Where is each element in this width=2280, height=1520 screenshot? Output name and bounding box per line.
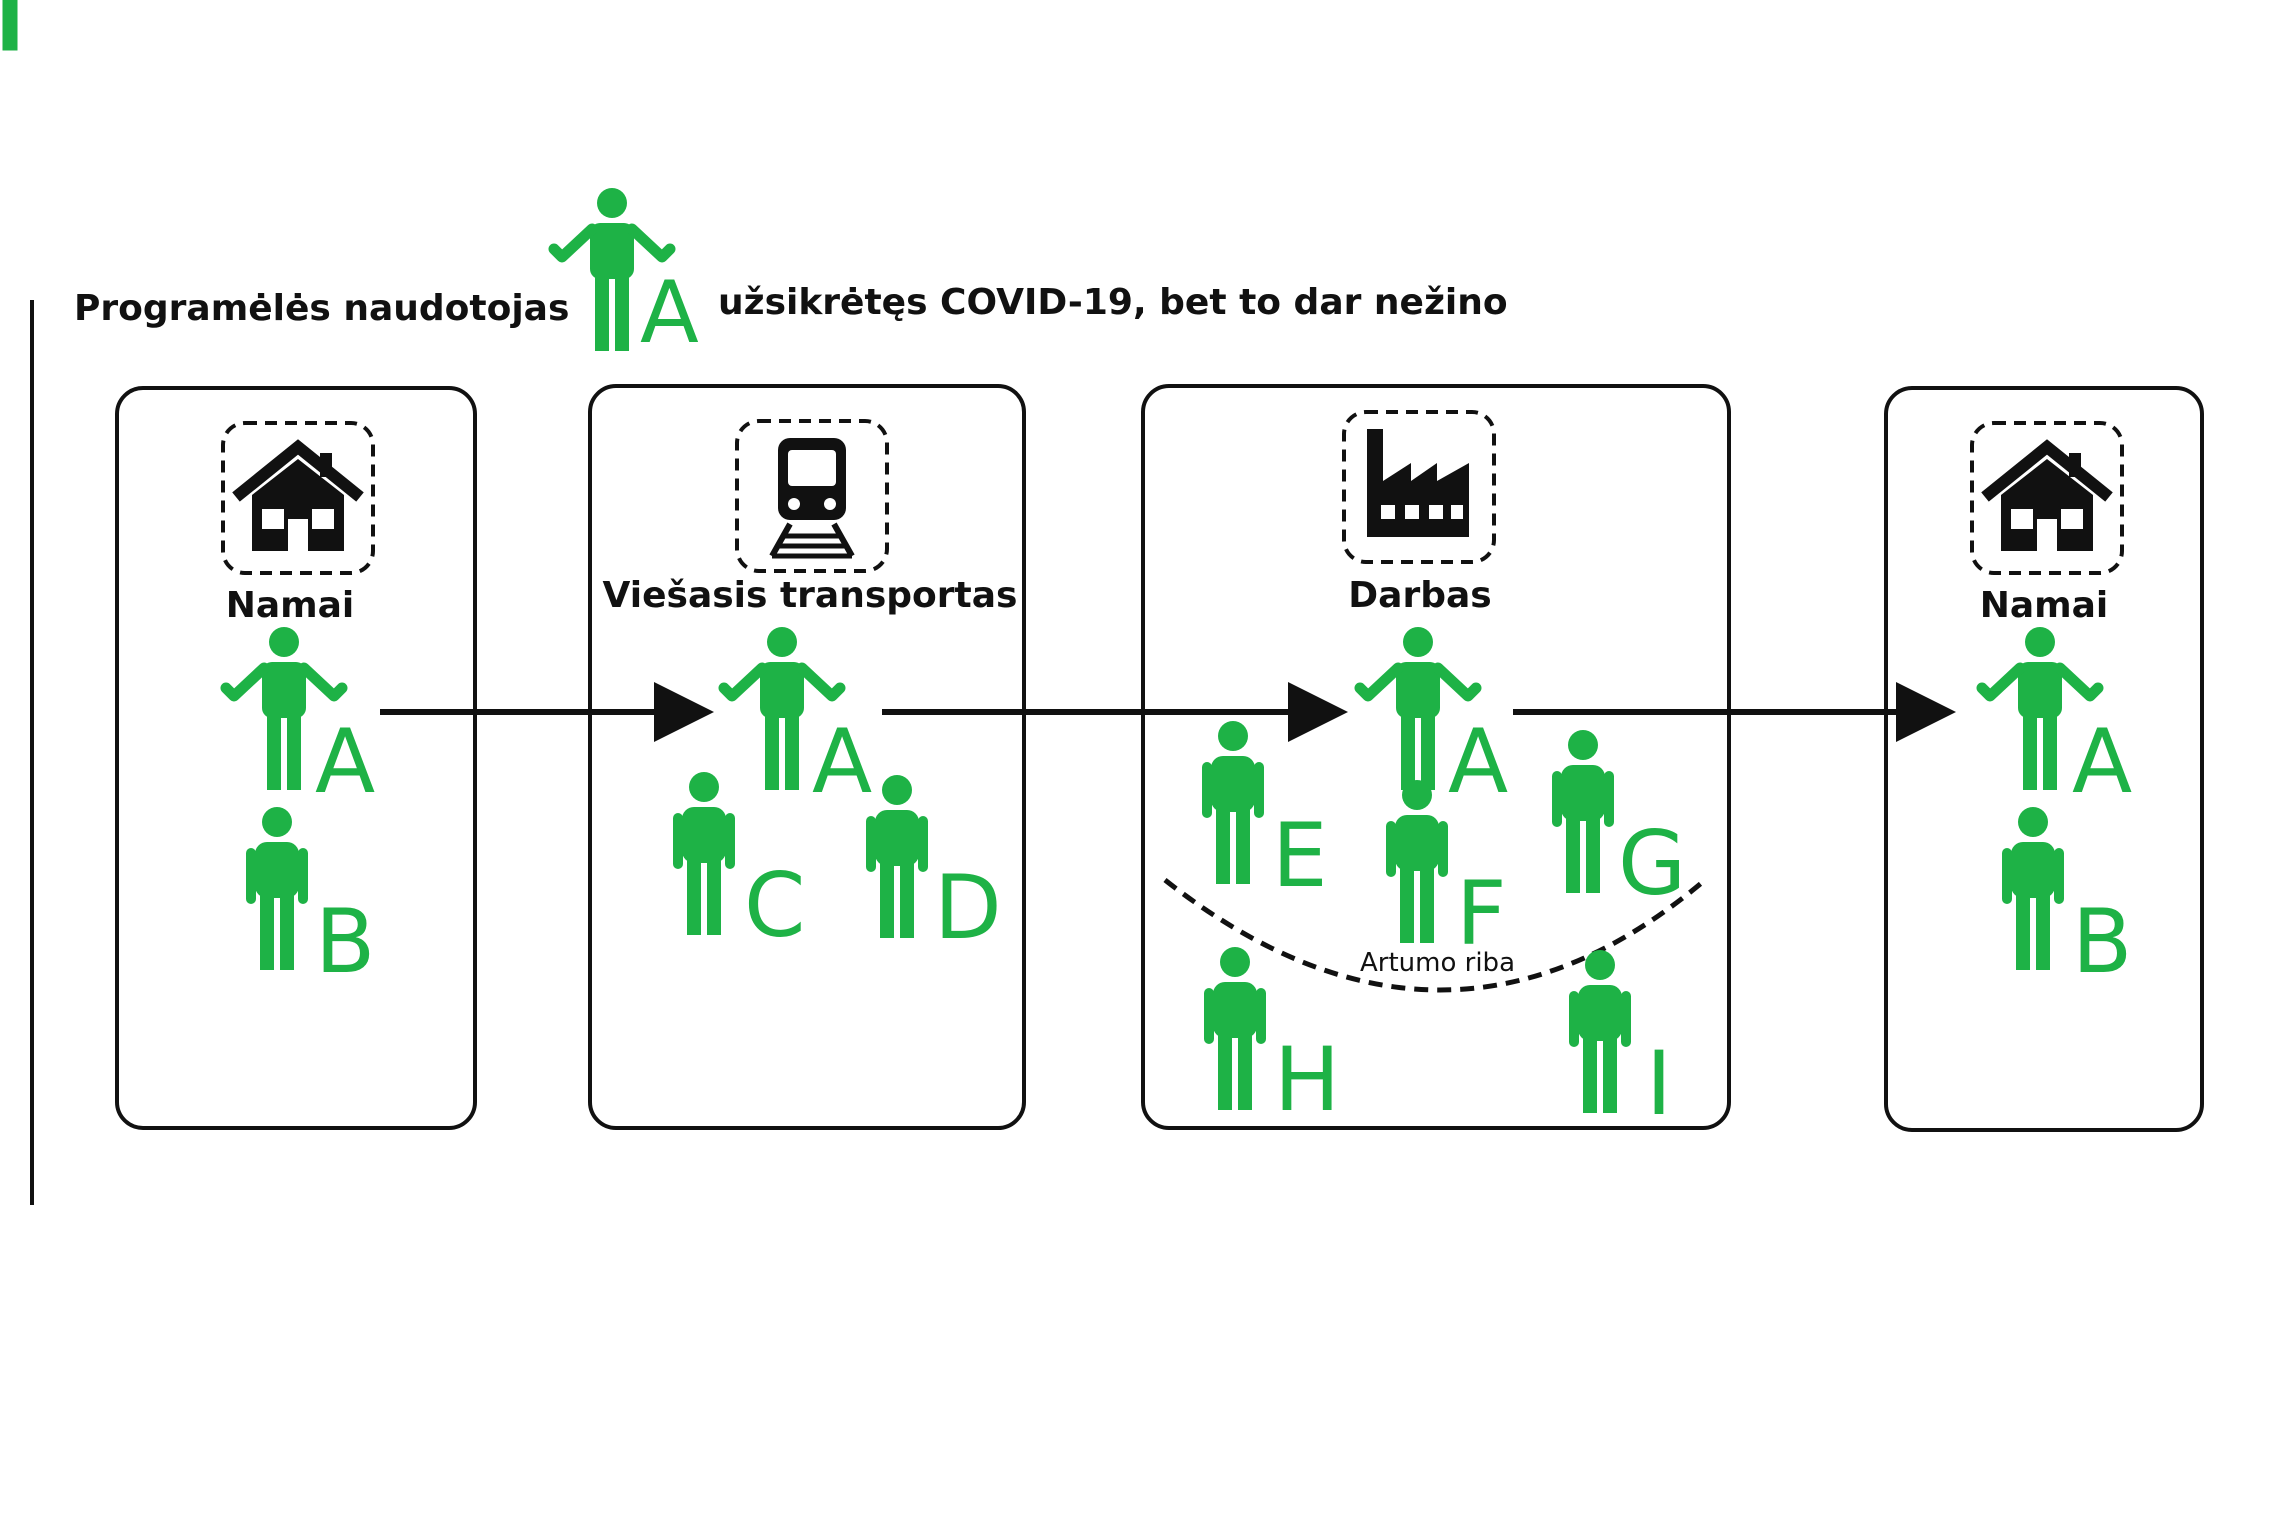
person-letter: A xyxy=(315,710,376,813)
person-letter: I xyxy=(1646,1032,1672,1135)
person-letter: A xyxy=(812,710,873,813)
person-letter: G xyxy=(1618,812,1687,915)
proximity-label: Artumo riba xyxy=(1360,948,1515,978)
house-icon xyxy=(1981,439,2113,551)
person-d-icon xyxy=(866,775,928,938)
person-letter: C xyxy=(744,854,806,957)
location-label-home-2: Namai xyxy=(1979,585,2109,626)
person-g-icon xyxy=(1552,730,1614,893)
person-icon xyxy=(0,0,32,51)
house-icon xyxy=(232,439,364,551)
person-i-icon xyxy=(1569,950,1631,1113)
factory-icon xyxy=(1367,429,1469,537)
person-c-icon xyxy=(673,772,735,935)
frame-home-1 xyxy=(115,386,477,1130)
person-letter: D xyxy=(934,856,1002,959)
person-letter: F xyxy=(1456,862,1507,965)
train-icon xyxy=(769,438,855,559)
person-letter: B xyxy=(2072,890,2133,993)
legend-suffix: užsikrėtęs COVID-19, bet to dar nežino xyxy=(718,282,1508,323)
person-letter: A xyxy=(1448,710,1509,813)
person-letter: A xyxy=(2072,710,2133,813)
frame-work xyxy=(1141,384,1731,1130)
location-label-home-1: Namai xyxy=(225,585,355,626)
person-b-icon xyxy=(246,807,308,970)
person-letter: B xyxy=(315,890,376,993)
person-b-icon xyxy=(2002,807,2064,970)
person-e-icon xyxy=(1202,721,1264,884)
frame-transport xyxy=(588,384,1026,1130)
person-letter: E xyxy=(1272,804,1328,907)
location-label-work: Darbas xyxy=(1348,575,1492,616)
frame-home-2 xyxy=(1884,386,2204,1132)
legend-person-letter: A xyxy=(640,263,699,363)
proximity-boundary xyxy=(1163,878,1707,993)
legend-prefix: Programėlės naudotojas xyxy=(74,288,570,329)
location-label-transport: Viešasis transportas xyxy=(602,575,1018,616)
person-h-icon xyxy=(1204,947,1266,1110)
person-letter: H xyxy=(1274,1028,1341,1131)
person-f-icon xyxy=(1386,780,1448,943)
